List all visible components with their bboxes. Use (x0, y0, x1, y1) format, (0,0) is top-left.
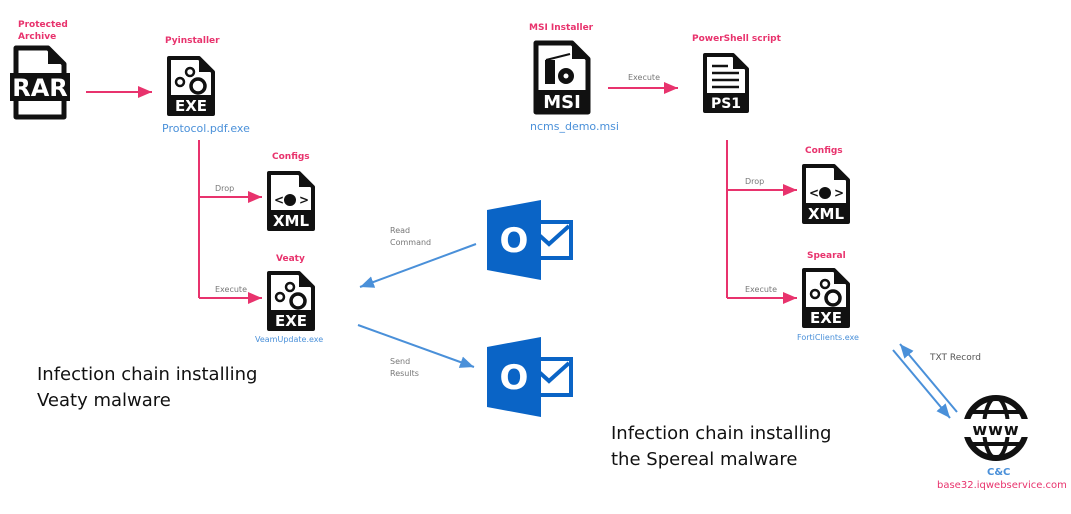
exe-badge: EXE (810, 309, 842, 327)
archive-title-line1: Protected (18, 20, 68, 30)
caption-right: Infection chain installing the Spereal m… (611, 421, 831, 473)
xml-file-icon: < > XML (801, 163, 851, 230)
read-label-line2: Command (390, 238, 432, 247)
www-globe-icon: www (962, 394, 1030, 467)
rar-badge: RAR (12, 74, 68, 102)
txt-record-label: TXT Record (930, 353, 981, 363)
drop-label-right: Drop (745, 177, 765, 186)
cnc-domain: base32.iqwebservice.com (937, 480, 1067, 491)
xml-file-icon: < > XML (266, 170, 316, 237)
caption-right-line2: the Spereal malware (611, 449, 798, 470)
read-command-label: Read Command (390, 225, 431, 249)
configs-title-right: Configs (805, 146, 843, 156)
execute-label-left: Execute (215, 285, 247, 294)
ps1-file-icon: PS1 (702, 52, 750, 119)
svg-text:>: > (834, 186, 844, 200)
arrow-dns-request (892, 349, 951, 419)
exe-file-icon: EXE (801, 267, 851, 334)
xml-badge: XML (808, 205, 844, 223)
msi-badge: MSI (543, 92, 581, 113)
xml-badge: XML (273, 212, 309, 230)
exe-file-icon: EXE (166, 55, 216, 122)
exe-badge: EXE (275, 312, 307, 330)
archive-title-line2: Archive (18, 32, 57, 42)
arrow-dns-response (899, 343, 958, 413)
execute-label-msi: Execute (628, 73, 660, 82)
cnc-title: C&C (987, 467, 1011, 478)
outlook-letter: O (500, 221, 529, 261)
exe-badge: EXE (175, 97, 207, 115)
read-label-line1: Read (390, 226, 411, 235)
outlook-icon: O (487, 200, 573, 285)
send-results-label: Send Results (390, 356, 419, 380)
malware-filename-left: VeamUpdate.exe (255, 335, 324, 344)
svg-text:<: < (274, 193, 284, 207)
malware-filename-right: FortiClients.exe (797, 333, 859, 342)
rar-file-icon: RAR (8, 45, 72, 125)
ps1-badge: PS1 (711, 96, 741, 112)
outlook-letter: O (500, 358, 529, 398)
arrow-send-results (357, 324, 475, 368)
msi-filename: ncms_demo.msi (530, 120, 619, 133)
msi-file-icon: MSI (532, 40, 592, 121)
installer-title: Pyinstaller (165, 36, 220, 46)
caption-left: Infection chain installing Veaty malware (37, 362, 257, 414)
svg-text:>: > (299, 193, 309, 207)
caption-right-line1: Infection chain installing (611, 423, 832, 444)
outlook-icon: O (487, 337, 573, 422)
msi-title: MSI Installer (529, 23, 594, 33)
archive-title: Protected Archive (18, 19, 68, 43)
drop-label-left: Drop (215, 184, 235, 193)
malware-title-right: Spearal (807, 251, 846, 261)
send-label-line2: Results (390, 369, 419, 378)
caption-left-line1: Infection chain installing (37, 364, 258, 385)
svg-text:www: www (972, 420, 1019, 439)
configs-title-left: Configs (272, 152, 310, 162)
malware-title-left: Veaty (276, 254, 305, 264)
svg-text:<: < (809, 186, 819, 200)
ps1-title: PowerShell script (692, 34, 781, 44)
caption-left-line2: Veaty malware (37, 390, 171, 411)
installer-filename: Protocol.pdf.exe (162, 122, 250, 135)
arrow-read-command (359, 243, 477, 288)
exe-file-icon: EXE (266, 270, 316, 337)
send-label-line1: Send (390, 357, 411, 366)
execute-label-right: Execute (745, 285, 777, 294)
